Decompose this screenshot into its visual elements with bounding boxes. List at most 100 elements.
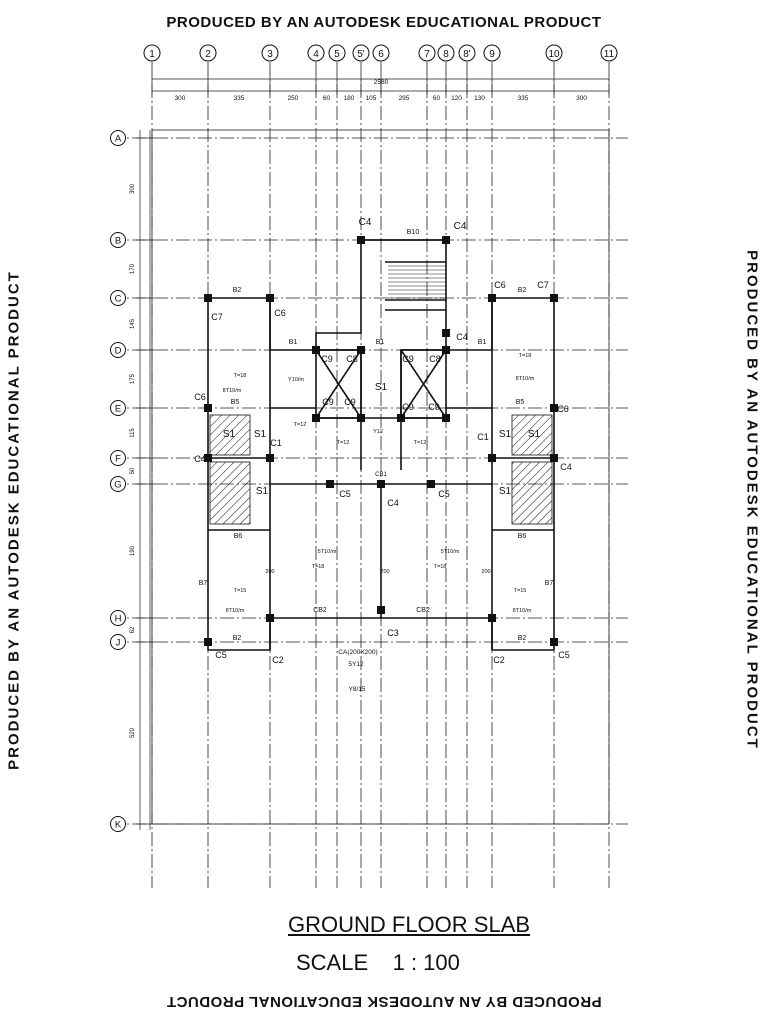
column-block <box>357 346 365 354</box>
element-label-c4: C4 <box>194 454 206 464</box>
element-label-cb2: CB2 <box>416 607 430 614</box>
element-label-c2: C2 <box>272 655 284 665</box>
dim-bay-11: 335 <box>518 95 529 102</box>
row-bubble-circle <box>110 342 126 358</box>
dim-bay-6: 105 <box>366 95 377 102</box>
column-block <box>550 294 558 302</box>
element-label-c9: C9 <box>344 397 356 407</box>
hatched-area <box>511 414 553 456</box>
element-label-y10-m: Y10/m <box>288 377 304 383</box>
element-label-t-18: T=18 <box>434 564 447 570</box>
row-axis-label-G: G <box>114 480 121 491</box>
element-label-c6: C6 <box>274 308 286 318</box>
column-block <box>204 454 212 462</box>
element-label-c1: C1 <box>270 438 282 448</box>
plan-title: GROUND FLOOR SLAB <box>288 912 531 937</box>
element-label-8t10-m: 8T10/m <box>226 608 245 614</box>
element-label-c6: C6 <box>494 280 506 290</box>
row-axis-label-A: A <box>115 134 122 145</box>
element-label-b1: B1 <box>289 339 298 346</box>
row-bubble-circle <box>110 610 126 626</box>
dim-bay-7: 295 <box>399 95 410 102</box>
row-bubble-circle <box>110 816 126 832</box>
element-label-t-12: T=12 <box>337 440 350 446</box>
void-box <box>315 349 362 419</box>
row-axis-label-K: K <box>115 820 122 831</box>
element-label-8t10-m: 8T10/m <box>223 388 242 394</box>
structural-columns <box>204 236 558 646</box>
watermark-top: PRODUCED BY AN AUTODESK EDUCATIONAL PROD… <box>166 14 602 31</box>
element-label-c4: C4 <box>456 332 468 342</box>
element-label-t-18: T=18 <box>312 564 325 570</box>
element-label-b7: B7 <box>545 580 554 587</box>
dim-bay-4: 60 <box>323 95 331 102</box>
column-block <box>266 454 274 462</box>
dim-row-9: 520 <box>130 727 136 738</box>
element-label-c6: C6 <box>194 392 206 402</box>
element-label-b6: B6 <box>234 533 243 540</box>
void-cross <box>315 349 362 419</box>
column-block <box>357 236 365 244</box>
col-axis-label-13: 11 <box>604 49 615 60</box>
column-block <box>442 329 450 337</box>
hatched-areas <box>209 414 553 525</box>
column-block <box>442 346 450 354</box>
dim-row-7: 190 <box>130 545 136 556</box>
element-label-b1: B1 <box>478 339 487 346</box>
element-label-c5: C5 <box>215 650 227 660</box>
column-block <box>427 480 435 488</box>
element-label-b7: B7 <box>199 580 208 587</box>
row-axis-label-E: E <box>115 404 121 415</box>
col-axis-label-10: 8' <box>463 49 471 60</box>
column-block <box>204 638 212 646</box>
col-axis-label-2: 2 <box>205 49 211 60</box>
element-label-5t10-m: 5T10/m <box>318 549 337 555</box>
dim-bay-2: 335 <box>234 95 245 102</box>
column-block <box>377 480 385 488</box>
element-label-c8: C8 <box>429 354 441 364</box>
column-block <box>550 454 558 462</box>
column-block <box>550 638 558 646</box>
element-label-s1: S1 <box>499 486 512 497</box>
element-label-200: 200 <box>380 569 389 575</box>
column-block <box>357 414 365 422</box>
column-block <box>442 414 450 422</box>
col-bubble-circle <box>437 44 455 62</box>
hatched-area <box>209 414 251 456</box>
dim-bay-5: 180 <box>344 95 355 102</box>
dimension-lines <box>136 75 610 830</box>
element-label-c9: C9 <box>402 354 414 364</box>
dim-bay-10: 130 <box>474 95 485 102</box>
dim-bay-8: 60 <box>433 95 441 102</box>
col-bubble-circle <box>261 44 279 62</box>
element-label-8t10-m: 8T10/m <box>516 376 535 382</box>
col-axis-label-4: 4 <box>313 49 319 60</box>
col-bubble-circle <box>418 44 436 62</box>
col-bubble-circle <box>328 44 346 62</box>
col-bubble-circle <box>199 44 217 62</box>
column-block <box>312 414 320 422</box>
element-label-c7: C7 <box>537 280 549 290</box>
row-bubble-circle <box>110 400 126 416</box>
element-label-c5: C5 <box>339 489 351 499</box>
element-label-s1: S1 <box>499 429 512 440</box>
col-axis-label-11: 9 <box>489 49 495 60</box>
dim-bay-12: 300 <box>576 95 587 102</box>
dim-row-2: 170 <box>130 263 136 274</box>
col-bubble-circle <box>483 44 501 62</box>
column-block <box>397 414 405 422</box>
element-label-c9: C9 <box>321 354 333 364</box>
col-bubble-circle <box>307 44 325 62</box>
element-label-cb2: CB2 <box>313 607 327 614</box>
element-label-c5: C5 <box>438 489 450 499</box>
column-block <box>488 454 496 462</box>
element-label-b5: B5 <box>231 399 240 406</box>
column-block <box>550 404 558 412</box>
element-label-ca-200x200-: CA(200X200) <box>338 649 377 656</box>
element-label-200: 200 <box>265 569 274 575</box>
row-axis-label-F: F <box>115 454 121 465</box>
col-axis-label-5: 5 <box>334 49 340 60</box>
